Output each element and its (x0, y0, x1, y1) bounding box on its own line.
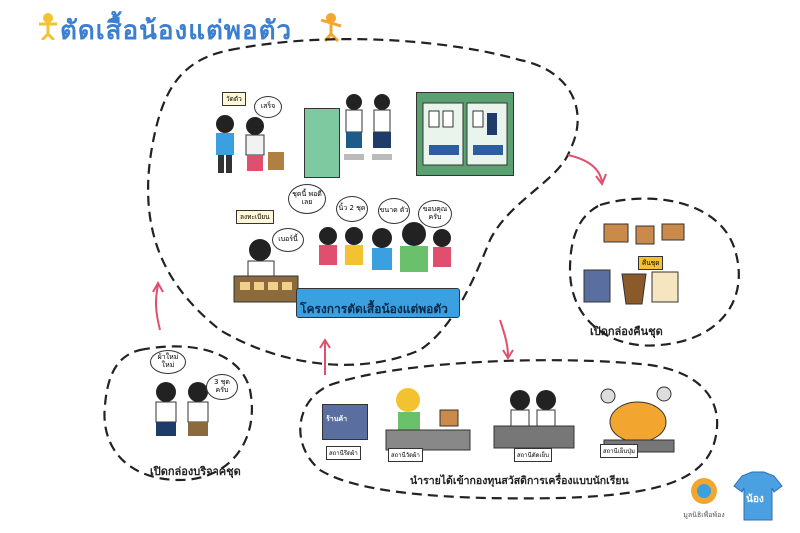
wardrobe (416, 92, 514, 176)
station3-sign: สถานีเย็บปุ่ม (600, 444, 638, 458)
station1-sign: สถานีวัดผ้า (388, 448, 423, 462)
speech-bubble-b6: ขอบคุณ ครับ (418, 200, 452, 228)
bottom-label: นำรายได้เข้ากองทุนสวัสดิการเครื่องแบบนัก… (410, 475, 629, 487)
station-cutting (490, 380, 580, 464)
uniform-kids (338, 92, 398, 176)
station-piggybank (594, 386, 684, 460)
speech-bubble-b5: ขนาด ตัว (378, 198, 410, 224)
return-sign: คืนชุด (638, 256, 664, 270)
foundation-logo: มูลนิธิเพื่อพ้อง (682, 476, 726, 522)
foundation-logo-text: มูลนิธิเพื่อพ้อง (683, 511, 725, 519)
brand-logo-text: น้อง (746, 494, 764, 505)
speech-bubble-b7: ผ้าใหม่ ใหม่ (150, 350, 186, 374)
station4-sign: สถานีรีดผ้า (326, 446, 361, 460)
return-box-label: เปิดกล่องคืนชุด (590, 325, 663, 338)
project-banner-label: โครงการตัดเสื้อน้องแต่พอตัว (300, 302, 448, 316)
donate-box-label: เปิดกล่องบริจาคชุด (150, 465, 241, 478)
brand-logo: น้อง (732, 470, 784, 524)
arrow-from-left (152, 280, 164, 331)
speech-bubble-b1: เสร็จ (254, 96, 282, 118)
return-scene: คืนชุด (580, 212, 710, 312)
right-cloud-outline (568, 197, 740, 347)
foundation-logo-icon (691, 478, 717, 504)
speech-bubble-b8: 3 ชุด ครับ (206, 374, 238, 400)
register-scene: ลงทะเบียน (232, 210, 302, 306)
bottom-cloud-outline (299, 359, 719, 500)
donate-scene (140, 378, 230, 452)
speech-bubble-b4: นิ้ว 2 ชุด (336, 196, 368, 222)
arrow-to-return (567, 154, 607, 187)
title-figure-right-icon (318, 12, 344, 46)
measure-tag: วัดตัว (222, 92, 246, 106)
title-figure-left-icon (36, 12, 60, 44)
station2-sign: สถานีตัดเย็บ (514, 448, 552, 462)
speech-bubble-b3: ชุดนี้ พอดีเลย (288, 184, 326, 214)
project-banner (296, 288, 460, 318)
measure-scene: วัดตัว (200, 92, 290, 182)
station-sewing (378, 380, 478, 464)
register-tag: ลงทะเบียน (236, 210, 274, 224)
page-title: ตัดเสื้อน้องแต่พอตัว (60, 16, 293, 46)
shirt-logo-icon (733, 471, 783, 521)
arrow-to-bottom (499, 319, 514, 360)
shop-sign (322, 404, 368, 440)
shop-sign-label: ร้านค้า (326, 415, 348, 423)
queue-kids (314, 222, 464, 296)
uniform-board (304, 108, 340, 178)
speech-bubble-b2: เบอร์นี้ (272, 228, 304, 252)
arrow-from-bottom (319, 338, 331, 375)
